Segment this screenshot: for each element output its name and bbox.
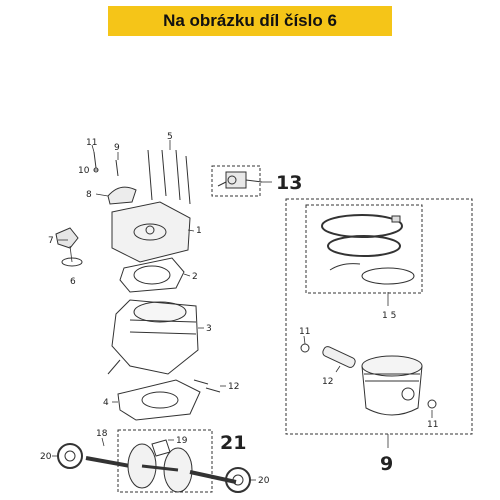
callout-18: 18 [96, 429, 108, 439]
callout-5: 5 [167, 132, 173, 142]
callout-15: 1 5 [382, 311, 396, 321]
group-box-15 [305, 204, 423, 294]
piston [361, 355, 423, 416]
callout-12-dowels: 12 [228, 382, 239, 392]
base-gasket [117, 379, 201, 421]
piston-rings [321, 214, 415, 285]
cylinder-head [111, 201, 191, 263]
callout-11-bolt: 11 [86, 138, 97, 148]
piston-pin [322, 346, 356, 368]
callout-8: 8 [86, 190, 92, 200]
callout-1: 1 [196, 226, 202, 236]
group-label-21: 21 [220, 432, 246, 454]
callout-11-circlip-left: 11 [299, 327, 310, 337]
callout-7: 7 [48, 236, 54, 246]
callout-3: 3 [206, 324, 212, 334]
head-cover [107, 186, 137, 205]
callout-19: 19 [176, 436, 188, 446]
o-ring [61, 257, 83, 267]
callout-11-circlip-right: 11 [427, 420, 438, 430]
small-bolts [93, 151, 119, 177]
callout-4: 4 [103, 398, 109, 408]
group-box-9 [285, 198, 473, 435]
banner-text: Na obrázku díl číslo 6 [163, 11, 337, 30]
head-gasket [119, 257, 185, 293]
callout-20-right: 20 [258, 476, 270, 486]
group-label-13: 13 [276, 172, 302, 194]
circlip-left [300, 343, 310, 353]
cylinder [107, 299, 199, 375]
callout-6: 6 [70, 277, 76, 287]
dowel-pins [193, 379, 221, 393]
head-studs [147, 149, 191, 205]
leader-lines [52, 140, 433, 481]
bearing-left [57, 443, 83, 469]
part-number-banner: Na obrázku díl číslo 6 [108, 6, 392, 36]
callout-9: 9 [114, 143, 120, 153]
callout-10: 10 [78, 166, 90, 176]
group-label-9: 9 [380, 453, 393, 475]
water-outlet [55, 227, 79, 249]
callout-12-pin: 12 [322, 377, 333, 387]
group-box-21 [117, 429, 213, 493]
group-box-13 [211, 165, 261, 197]
circlip-right [427, 399, 437, 409]
callout-20-left: 20 [40, 452, 52, 462]
thermostat-part [217, 171, 263, 189]
crankshaft [85, 439, 237, 493]
callout-2: 2 [192, 272, 198, 282]
